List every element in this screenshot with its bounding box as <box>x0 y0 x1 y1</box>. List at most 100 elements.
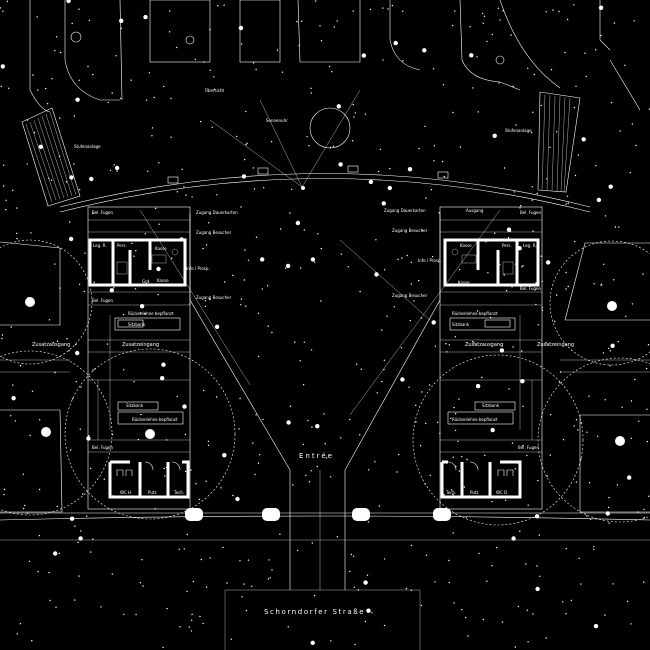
gravel-dot <box>144 233 146 235</box>
label-uebersicht: Übersicht <box>205 88 225 93</box>
gravel-dot <box>311 426 313 428</box>
label-bel-fugen: Bel. Fugen <box>92 298 113 303</box>
bollard <box>352 508 370 521</box>
gravel-dot <box>162 646 164 649</box>
gravel-dot <box>239 560 241 562</box>
gravel-dot <box>537 324 539 326</box>
gravel-dot <box>519 530 521 532</box>
gravel-dot <box>240 304 242 306</box>
gravel-dot <box>633 20 635 22</box>
gravel-dot <box>463 486 466 488</box>
gravel-dot <box>147 170 149 172</box>
gravel-dot <box>54 371 56 374</box>
gravel-dot <box>320 247 322 250</box>
gravel-dot <box>120 27 123 30</box>
gravel-dot <box>153 96 155 99</box>
gravel-dot <box>549 146 551 149</box>
gravel-dot <box>24 504 26 507</box>
gravel-dot <box>86 436 91 441</box>
gravel-dot <box>183 186 185 188</box>
gravel-dot <box>151 127 154 129</box>
gravel-dot <box>419 445 422 447</box>
gravel-dot <box>178 548 180 550</box>
label-pers: Pers. <box>502 243 512 248</box>
gravel-dot <box>588 482 591 484</box>
label-bel-fugen: Bel. Fugen <box>520 286 541 291</box>
gravel-dot <box>30 232 32 234</box>
gravel-dot <box>111 573 114 575</box>
gravel-dot <box>511 536 516 541</box>
gravel-dot <box>2 10 4 12</box>
gravel-dot <box>297 549 299 552</box>
gravel-dot <box>240 206 242 208</box>
gravel-dot <box>481 376 483 379</box>
gravel-dot <box>253 188 256 190</box>
gravel-dot <box>546 475 548 477</box>
gravel-dot <box>458 398 460 400</box>
gravel-dot <box>220 487 222 489</box>
gravel-dot <box>302 443 304 446</box>
gravel-dot <box>78 79 80 82</box>
gravel-dot <box>226 582 228 584</box>
label-sitzbank: Sitzbank <box>126 403 144 408</box>
gravel-dot <box>374 272 379 277</box>
gravel-dot <box>255 236 258 238</box>
gravel-dot <box>39 419 41 421</box>
label-entree: Entrée <box>299 452 334 460</box>
gravel-dot <box>134 288 137 290</box>
gravel-dot <box>410 544 413 547</box>
gravel-dot <box>420 604 423 607</box>
tree-marker <box>607 301 617 311</box>
label-info: Info / Prosp. <box>418 258 442 263</box>
gravel-dot <box>59 51 62 54</box>
gravel-dot <box>593 546 595 548</box>
gravel-dot <box>1 334 4 336</box>
gravel-dot <box>53 551 58 556</box>
gravel-dot <box>141 559 143 561</box>
gravel-dot <box>577 154 579 156</box>
gravel-dot <box>202 622 204 625</box>
gravel-dot <box>186 590 188 593</box>
gravel-dot <box>92 73 94 76</box>
label-sitzbank: Sitzbank <box>482 403 500 408</box>
gravel-dot <box>90 551 92 553</box>
gravel-dot <box>279 533 281 535</box>
gravel-dot <box>450 489 453 491</box>
gravel-dot <box>310 470 312 472</box>
gravel-dot <box>397 258 399 261</box>
gravel-dot <box>151 135 153 137</box>
gravel-dot <box>452 456 454 458</box>
gravel-dot <box>317 233 319 235</box>
gravel-dot <box>428 384 431 386</box>
gravel-dot <box>616 484 619 486</box>
gravel-dot <box>643 581 645 583</box>
gravel-dot <box>507 237 510 239</box>
gravel-dot <box>540 255 542 257</box>
gravel-dot <box>374 461 376 463</box>
gravel-dot <box>145 99 148 101</box>
gravel-dot <box>577 429 579 431</box>
gravel-dot <box>537 479 539 482</box>
gravel-dot <box>0 64 5 69</box>
gravel-dot <box>88 19 91 22</box>
gravel-dot <box>624 64 626 67</box>
gravel-dot <box>550 414 552 416</box>
gravel-dot <box>217 5 219 7</box>
gravel-dot <box>202 247 204 250</box>
gravel-dot <box>87 65 89 68</box>
gravel-dot <box>352 140 354 142</box>
gravel-dot <box>505 290 508 292</box>
gravel-dot <box>259 454 261 456</box>
gravel-dot <box>78 189 81 191</box>
gravel-dot <box>75 350 80 356</box>
gravel-dot <box>245 609 248 612</box>
bollard <box>185 508 203 521</box>
gravel-dot <box>308 481 311 483</box>
gravel-dot <box>266 285 269 287</box>
gravel-dot <box>535 586 540 592</box>
gravel-dot <box>163 85 165 88</box>
gravel-dot <box>629 171 631 174</box>
gravel-dot <box>647 495 650 497</box>
gravel-dot <box>503 167 506 169</box>
label-leg-r: Leg. R. <box>93 243 107 248</box>
